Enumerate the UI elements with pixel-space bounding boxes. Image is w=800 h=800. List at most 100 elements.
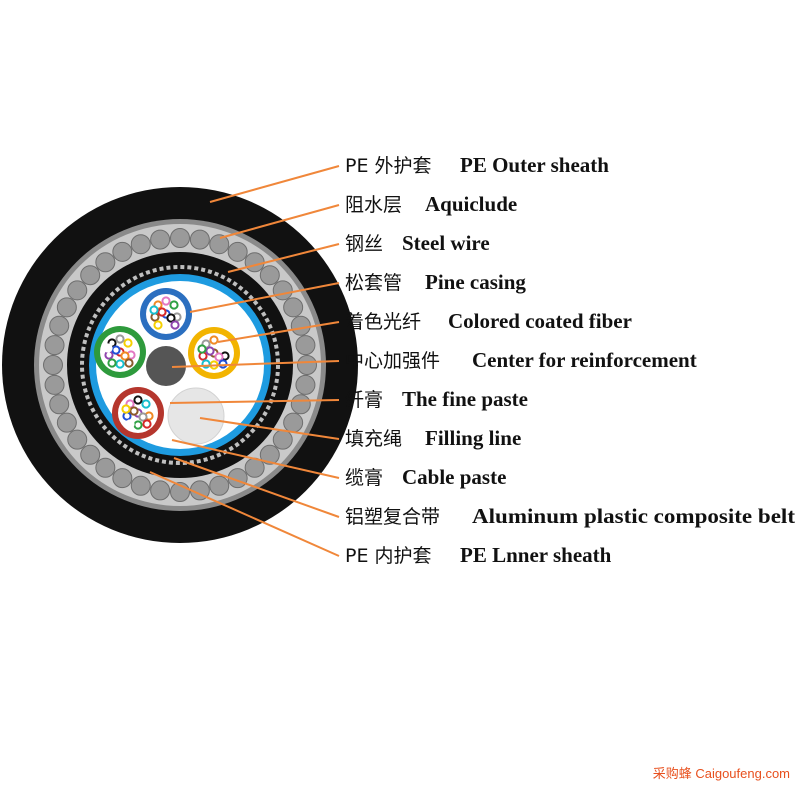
colored-fiber <box>103 343 113 353</box>
loose-tube <box>188 327 240 379</box>
steel-wire <box>290 315 311 336</box>
steel-wire <box>283 412 304 433</box>
steel-wire <box>95 457 116 478</box>
label-cn: 中心加强件 <box>345 350 440 372</box>
colored-fiber <box>123 338 133 348</box>
loose-tube <box>94 326 146 378</box>
colored-fiber <box>115 334 125 344</box>
label-en: The fine paste <box>402 387 528 411</box>
loose-tube <box>140 288 192 340</box>
colored-fiber <box>120 351 130 361</box>
colored-fiber <box>121 404 131 414</box>
leader-line <box>227 243 340 273</box>
colored-fiber <box>205 346 215 356</box>
colored-fiber <box>107 358 117 368</box>
steel-wire <box>259 444 280 465</box>
label-cn: 纤膏 <box>345 388 383 411</box>
steel-wire-ring <box>43 228 317 502</box>
aluminum-belt <box>80 265 280 465</box>
leader-line <box>217 321 340 343</box>
leader-line <box>171 360 340 368</box>
steel-wire <box>227 241 248 262</box>
colored-fiber <box>197 344 207 354</box>
colored-fiber <box>129 406 139 416</box>
filling-line <box>167 387 225 445</box>
steel-wire <box>130 234 151 255</box>
colored-fiber <box>141 399 151 409</box>
label-en: Pine casing <box>425 270 526 294</box>
watermark: 采购蜂 Caigoufeng.com <box>652 766 790 781</box>
steel-wire <box>112 241 133 262</box>
leader-line <box>173 457 340 518</box>
label-cn: 钢丝 <box>345 233 383 255</box>
steel-wire <box>112 468 133 489</box>
steel-wire <box>49 394 70 415</box>
steel-wire <box>56 412 77 433</box>
colored-fiber <box>170 320 180 330</box>
label-cn: 松套管 <box>345 272 402 294</box>
steel-wire <box>295 374 316 395</box>
label-en: Colored coated fiber <box>448 309 632 333</box>
steel-wire <box>189 229 210 250</box>
colored-fiber <box>115 359 125 369</box>
leader-lines <box>149 165 340 557</box>
steel-wire <box>170 228 190 248</box>
leader-line <box>149 471 340 557</box>
steel-wire <box>150 229 171 250</box>
label-cn: 铝塑复合带 <box>345 506 440 528</box>
colored-fiber <box>124 358 134 368</box>
colored-fiber <box>209 335 219 345</box>
leader-line <box>189 282 340 313</box>
colored-fiber <box>142 419 152 429</box>
label-cn: 阻水层 <box>345 194 402 216</box>
steel-wire <box>130 475 151 496</box>
label-cn: 填充绳 <box>345 428 402 450</box>
steel-wire <box>209 234 230 255</box>
colored-fiber <box>161 296 171 306</box>
steel-wire <box>80 444 101 465</box>
label-cn: PE 外护套 <box>345 155 432 177</box>
steel-wire <box>283 297 304 318</box>
colored-fiber <box>166 313 176 323</box>
steel-wire <box>80 265 101 286</box>
label-en: Aquiclude <box>425 192 517 216</box>
leader-line <box>209 165 340 203</box>
steel-wire <box>297 355 317 375</box>
colored-fiber <box>133 395 143 405</box>
cable-cross-section <box>2 187 358 543</box>
colored-fiber <box>125 419 135 429</box>
steel-wire <box>295 335 316 356</box>
steel-wire <box>272 280 293 301</box>
center-member <box>146 346 186 386</box>
steel-wire <box>49 315 70 336</box>
steel-wire <box>95 252 116 273</box>
label-en: Filling line <box>425 426 521 450</box>
steel-wire <box>272 429 293 450</box>
steel-wire <box>209 475 230 496</box>
steel-wire <box>290 394 311 415</box>
steel-wire <box>44 335 65 356</box>
steel-wire <box>67 429 88 450</box>
label-cn: PE 内护套 <box>345 545 432 567</box>
steel-wire <box>150 480 171 501</box>
colored-fiber <box>111 345 121 355</box>
label-en: Aluminum plastic composite belt <box>472 504 795 528</box>
colored-fiber <box>214 352 224 362</box>
colored-fiber <box>157 307 167 317</box>
leader-line <box>169 399 340 404</box>
label-en: Steel wire <box>402 231 490 255</box>
steel-wire <box>259 265 280 286</box>
colored-fiber <box>218 359 228 369</box>
label-cn: 缆膏 <box>345 466 383 489</box>
label-en: Center for reinforcement <box>472 348 697 372</box>
colored-fiber <box>169 300 179 310</box>
steel-wire <box>56 297 77 318</box>
label-cn: 着色光纤 <box>345 311 421 333</box>
colored-fiber <box>138 412 148 422</box>
leader-line <box>171 439 340 479</box>
loose-tube <box>112 387 164 439</box>
label-en: PE Lnner sheath <box>460 543 612 567</box>
label-en: Cable paste <box>402 465 506 489</box>
